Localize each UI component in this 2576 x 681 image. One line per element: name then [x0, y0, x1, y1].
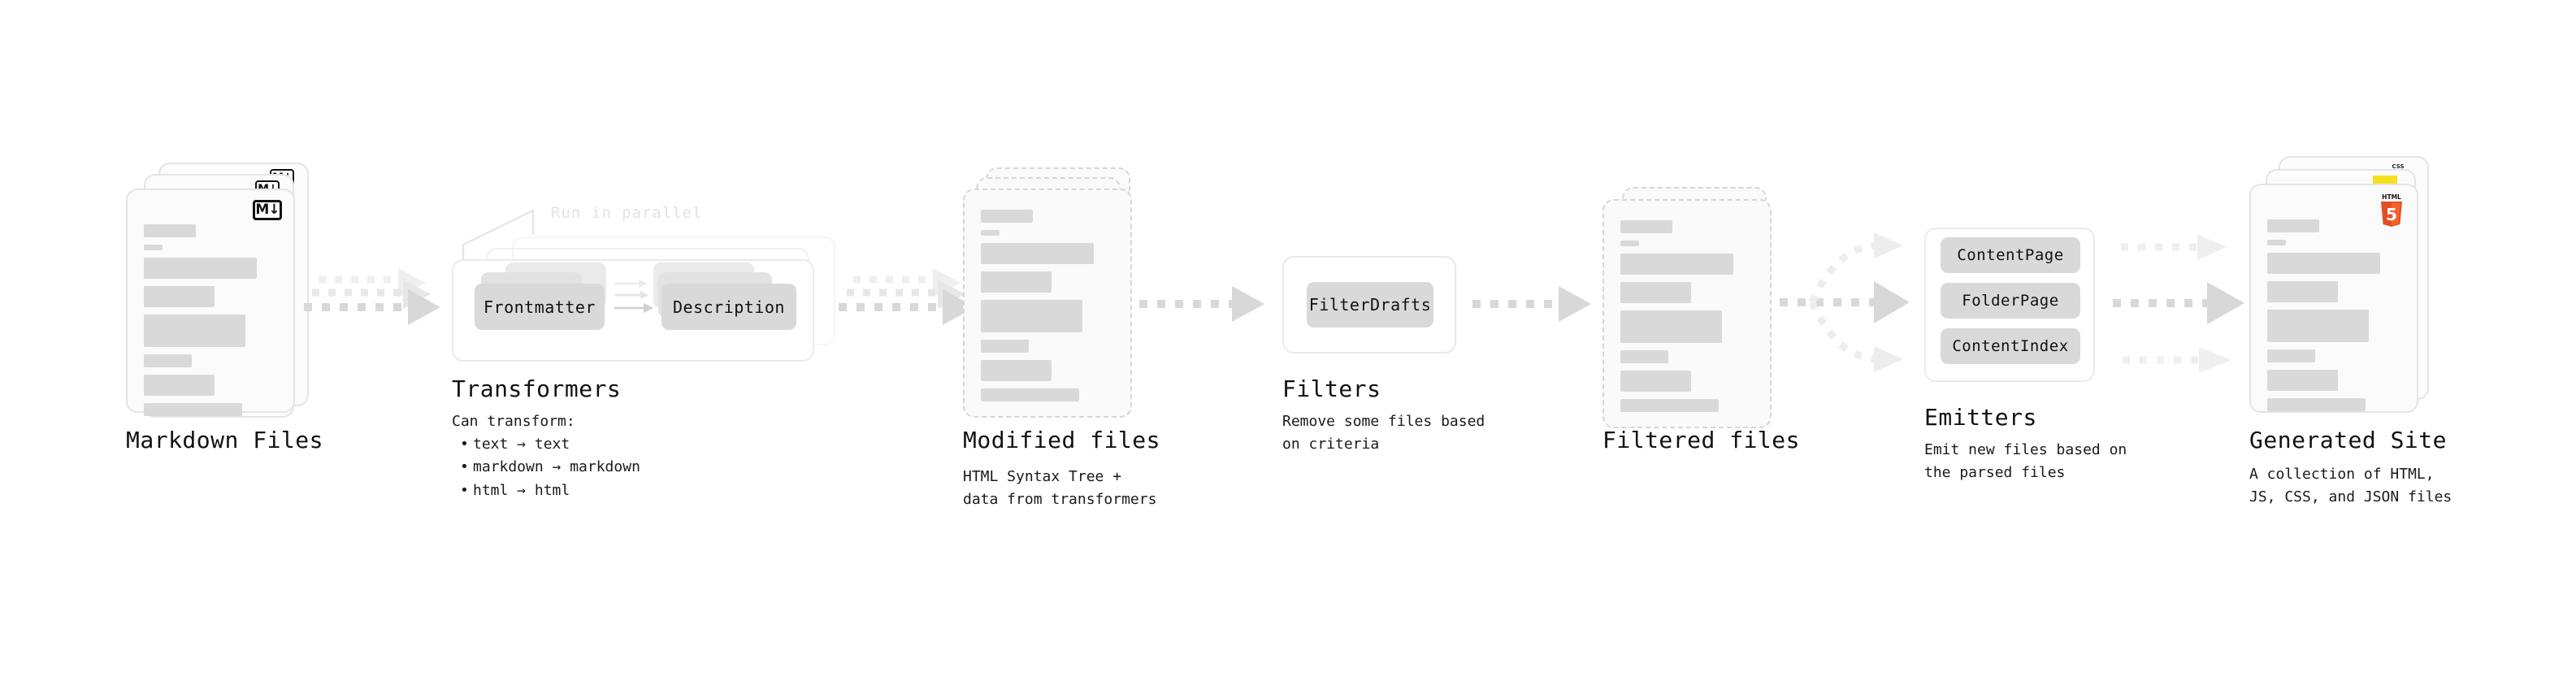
generated-file-card-html: HTML 5: [2249, 184, 2418, 413]
skeleton-bar: [981, 360, 1052, 381]
stage-title-filtered-files: Filtered files: [1602, 427, 1801, 453]
skeleton-bar: [144, 286, 215, 307]
html5-icon-label: HTML: [2382, 193, 2401, 201]
skeleton-bar: [981, 230, 1000, 236]
list-item: •text → text: [460, 436, 570, 453]
skeleton-bar: [144, 354, 193, 367]
filtered-skeleton-body: [1620, 220, 1754, 419]
modified-file-card-front: [963, 189, 1132, 418]
list-item: •html → html: [460, 481, 570, 499]
connector-transformers-to-modified: [839, 268, 975, 325]
filtered-files-stack: [1602, 187, 1789, 439]
transformer-chip-frontmatter[interactable]: Frontmatter: [475, 284, 605, 330]
stage-title-generated-site: Generated Site: [2249, 427, 2448, 453]
stage-title-transformers: Transformers: [452, 375, 622, 402]
skeleton-bar: [144, 403, 243, 416]
markdown-skeleton-body: [144, 224, 277, 423]
filtered-file-card-front: [1602, 199, 1772, 428]
skeleton-bar: [1620, 282, 1691, 303]
skeleton-bar: [2267, 349, 2316, 362]
modified-files-stack: [963, 167, 1150, 427]
skeleton-bar: [144, 375, 215, 396]
stage-title-emitters: Emitters: [1924, 404, 2037, 431]
connector-modified-to-filters: [1139, 286, 1264, 322]
markdown-file-card-front: M↓: [126, 189, 295, 416]
skeleton-bar: [2267, 398, 2366, 411]
emitter-chip-folderpage[interactable]: FolderPage: [1941, 283, 2080, 319]
transformer-chip-description[interactable]: Description: [661, 284, 796, 330]
filter-chip-filterdrafts[interactable]: FilterDrafts: [1307, 282, 1433, 327]
skeleton-bar: [144, 258, 258, 279]
transformer-inner-arrows: [614, 280, 653, 313]
skeleton-bar: [2267, 310, 2369, 342]
css3-icon-label: CSS: [2392, 163, 2405, 170]
skeleton-bar: [144, 224, 196, 237]
skeleton-bar: [144, 245, 163, 250]
skeleton-bar: [2267, 370, 2338, 391]
modified-skeleton-body: [981, 210, 1114, 409]
run-in-parallel-bracket: [462, 208, 535, 261]
skeleton-bar: [1620, 399, 1720, 412]
stage-desc-generated-site: A collection of HTML, JS, CSS, and JSON …: [2249, 466, 2452, 505]
skeleton-bar: [981, 271, 1052, 293]
connector-md-to-transformers: [304, 268, 440, 325]
skeleton-bar: [1620, 371, 1691, 392]
skeleton-bar: [981, 243, 1095, 264]
skeleton-bar: [1620, 220, 1672, 233]
stage-desc-filters: Remove some files based on criteria: [1282, 413, 1485, 453]
skeleton-bar: [2267, 219, 2319, 232]
stage-title-filters: Filters: [1282, 375, 1381, 402]
stage-desc-emitters: Emit new files based on the parsed files: [1924, 441, 2127, 481]
skeleton-bar: [981, 340, 1030, 353]
transformers-bullet-list: •text → text •markdown → markdown •html …: [460, 433, 640, 502]
stage-title-modified-files: Modified files: [963, 427, 1161, 453]
stage-desc-modified-files: HTML Syntax Tree + data from transformer…: [963, 468, 1157, 508]
generated-skeleton-body: [2267, 219, 2400, 419]
list-item: •markdown → markdown: [460, 458, 640, 476]
skeleton-bar: [981, 210, 1033, 223]
skeleton-bar: [2267, 281, 2338, 302]
markdown-files-stack: M↓ M↓ M↓: [126, 163, 313, 418]
markdown-badge-front: M↓: [253, 200, 282, 220]
connector-filters-to-filtered: [1472, 286, 1591, 322]
html5-icon-digit: 5: [2386, 205, 2397, 224]
connector-filtered-to-emitters-fanout: [1780, 232, 1910, 372]
skeleton-bar: [981, 300, 1082, 332]
emitter-chip-contentpage[interactable]: ContentPage: [1941, 237, 2080, 273]
stage-desc-transformers: Can transform:: [452, 413, 575, 430]
stage-title-markdown-files: Markdown Files: [126, 427, 324, 453]
skeleton-bar: [1620, 350, 1669, 363]
skeleton-bar: [2267, 240, 2286, 245]
skeleton-bar: [1620, 241, 1639, 246]
skeleton-bar: [144, 314, 245, 347]
skeleton-bar: [981, 388, 1080, 401]
generated-site-stack: CSS HTML 5: [2249, 156, 2452, 424]
emitter-chip-contentindex[interactable]: ContentIndex: [1941, 328, 2080, 364]
html5-icon: HTML 5: [2381, 193, 2402, 227]
skeleton-bar: [1620, 254, 1734, 275]
transformers-group: Run in parallel Frontmatter Description: [452, 199, 835, 362]
run-in-parallel-label: Run in parallel: [551, 204, 703, 222]
connector-emitters-to-site: [2113, 234, 2244, 373]
skeleton-bar: [1620, 310, 1722, 343]
skeleton-bar: [2267, 253, 2381, 274]
